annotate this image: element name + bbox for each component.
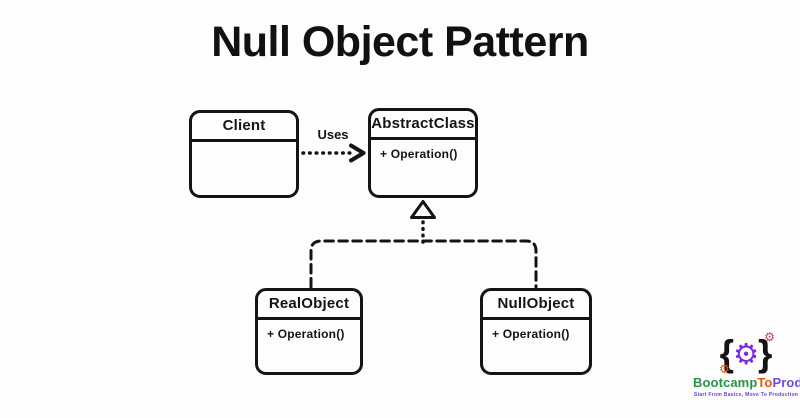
- class-name: AbstractClass: [371, 111, 475, 140]
- page-title: Null Object Pattern: [211, 18, 589, 66]
- brand-part-bootcamp: Bootcamp: [693, 375, 758, 390]
- right-brace-glyph: }: [758, 333, 773, 374]
- class-members: + Operation(): [258, 320, 360, 341]
- brand-part-to: To: [757, 375, 773, 390]
- logo-tagline: Start From Basics, Move To Production: [693, 392, 799, 398]
- class-members: + Operation(): [371, 140, 475, 161]
- small-gear-icon: ⚙: [764, 330, 775, 344]
- class-name: NullObject: [483, 291, 589, 320]
- class-member: + Operation(): [492, 327, 570, 341]
- logo-mark: {⚙} ⚙ ⚙: [693, 330, 799, 376]
- class-box-client: Client: [189, 110, 299, 198]
- class-members: [192, 142, 296, 149]
- realization-rail: [309, 239, 538, 289]
- class-members: + Operation(): [483, 320, 589, 341]
- dependency-label: Uses: [317, 127, 349, 142]
- dependency-arrowhead-icon: [349, 143, 366, 163]
- class-box-abstractclass: AbstractClass + Operation(): [368, 108, 478, 198]
- class-box-realobject: RealObject + Operation(): [255, 288, 363, 375]
- logo-brand-text: BootcampToProd: [693, 375, 800, 390]
- bootcamptoprod-logo: {⚙} ⚙ ⚙ BootcampToProd Start From Basics…: [693, 330, 800, 398]
- small-gear-icon: ⚙: [719, 362, 730, 376]
- class-box-nullobject: NullObject + Operation(): [480, 288, 592, 375]
- left-brace-glyph: {: [719, 333, 734, 374]
- gear-icon: ⚙: [733, 337, 759, 371]
- brand-part-prod: Prod: [772, 375, 800, 390]
- class-name: RealObject: [258, 291, 360, 320]
- class-member: + Operation(): [267, 327, 345, 341]
- class-name: Client: [192, 113, 296, 142]
- realization-triangle-icon: [410, 200, 436, 219]
- class-member: + Operation(): [380, 147, 458, 161]
